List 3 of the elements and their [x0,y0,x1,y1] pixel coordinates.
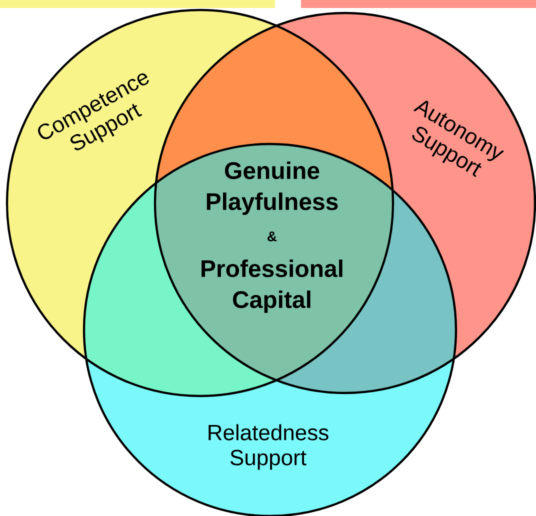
center-label: Genuine Playfulness [206,162,338,215]
center-label: Professional Capital [202,260,342,313]
center-label: & [268,232,277,242]
